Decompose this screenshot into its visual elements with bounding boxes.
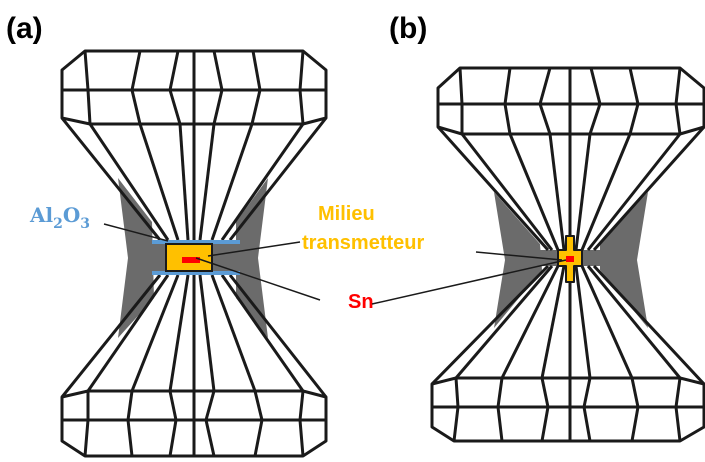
leader-medium-b <box>475 251 563 261</box>
panel-a-label: (a) <box>6 12 43 45</box>
panel-b-label: (b) <box>389 12 427 45</box>
leader-medium-a <box>207 241 301 257</box>
top-anvil-b <box>436 66 705 251</box>
gasket-left-a <box>118 178 154 338</box>
leader-alumina <box>103 223 169 242</box>
alumina-label: Al2O3 <box>29 203 90 232</box>
alumina-plate-bottom-a <box>152 271 240 275</box>
bottom-anvil-a <box>60 274 328 458</box>
gasket-left-b <box>494 192 542 328</box>
alumina-label-sub2: 3 <box>80 216 90 232</box>
alumina-label-o: O <box>63 203 80 227</box>
gasket-right-a <box>236 178 268 338</box>
medium-label-line1: Milieu <box>318 203 375 225</box>
top-anvil-a <box>60 49 328 241</box>
alumina-plate-top-a <box>152 240 240 244</box>
alumina-label-sub1: 2 <box>53 216 63 232</box>
gasket-right-b <box>600 192 648 328</box>
alumina-label-al: Al <box>29 203 54 227</box>
leader-sample-a <box>195 257 321 301</box>
leader-sample-b <box>371 259 567 305</box>
sample-sn-a <box>182 257 200 263</box>
sample-sn-b <box>566 256 574 262</box>
medium-label-line2: transmetteur <box>302 232 424 254</box>
sample-label: Sn <box>348 291 374 313</box>
bottom-anvil-b <box>430 264 705 443</box>
